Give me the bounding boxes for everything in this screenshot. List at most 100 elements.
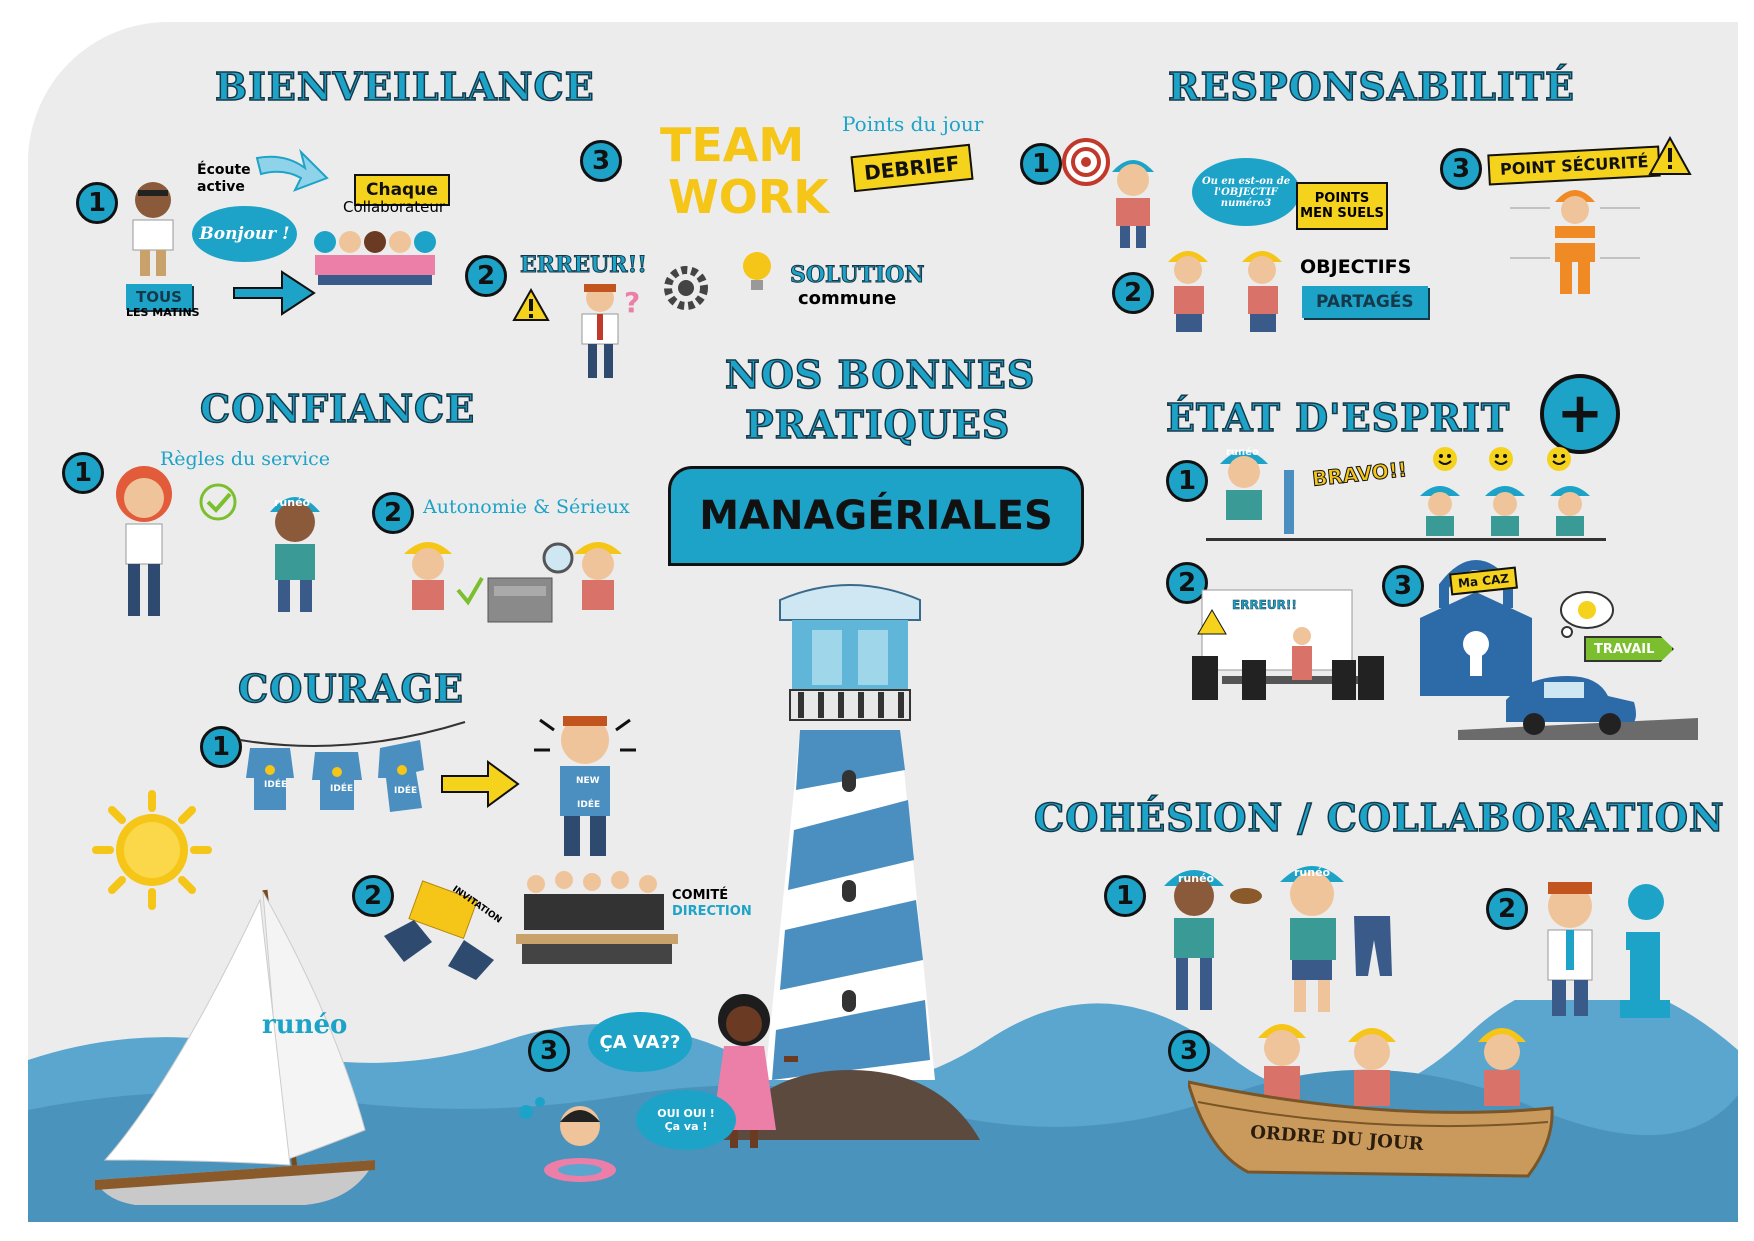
person-listening-icon [132,182,174,276]
chaque-tag: Chaque [354,174,450,206]
work-word: WORK [668,170,829,224]
sun-icon [92,790,212,910]
regles-label: Règles du service [160,448,331,470]
les-matins-label: LES MATINS [126,306,200,319]
arrow-icon [233,270,316,316]
objectifs-label: OBJECTIFS [1300,256,1412,278]
thought-bubble-icon [1560,591,1614,638]
excited-man-icon [534,716,636,856]
smiley-icon [1547,447,1571,471]
collaborateur-label: Collaborateur [343,198,446,216]
etat-esprit-item1-number: 1 [1166,460,1208,502]
partages-tag: PARTAGÉS [1302,286,1428,318]
team-word: TEAM [660,118,805,172]
workers-highfive-icon [1168,251,1282,332]
responsabilite-item1-number: 1 [1020,143,1062,185]
svg-text:?: ? [624,286,640,319]
arrow-icon [255,148,329,192]
swimming-child-icon [519,1097,616,1182]
woman-redhair-icon [116,466,172,616]
new-label: NEW [576,776,600,786]
cohesion-item1-number: 1 [1104,875,1146,917]
courage-item1-number: 1 [200,726,242,768]
autonomie-label: Autonomie & Sérieux [423,496,630,518]
gear-icon [664,266,708,310]
confused-man-icon: ? [581,284,640,378]
meeting-erreur-label: ERREUR!! [1232,598,1297,613]
warning-icon [512,288,550,321]
erreur-label: ERREUR!! [520,252,648,279]
safety-worker-icon [1510,190,1640,294]
ecoute-label: Écoute [197,162,251,178]
comite-label: COMITÉ [672,888,729,903]
direction-label: DIRECTION [672,904,752,919]
idee-label-3: IDÉE [394,786,418,796]
cohesion-title: COHÉSION / COLLABORATION [1033,794,1725,841]
workers-clothes-icon [1164,866,1392,1012]
plus-sign: + [1556,381,1604,446]
cohesion-helmet-brand-2: runéo [1294,866,1331,879]
smiley-icon [1433,447,1457,471]
etat-esprit-title: ÉTAT D'ESPRIT [1165,394,1511,441]
commune-label: commune [798,288,897,309]
clothesline-shirts-icon [240,721,466,812]
tous-tag: TOUS [126,284,192,310]
etat-esprit-helmet-brand: runéo [1226,447,1259,458]
arrow-icon [441,760,520,808]
car-icon [1458,676,1698,740]
points-du-jour-label: Points du jour [842,112,984,136]
lighthouse-icon [720,584,980,1140]
bienveillance-item2-number: 2 [465,255,507,297]
worker-helmet-icon [270,497,320,612]
objectif-bubble: Ou en est-on de l'OBJECTIF numéro3 [1192,158,1300,226]
etat-esprit-divider [1206,538,1606,541]
bonjour-bubble: Bonjour ! [192,206,297,262]
ca-va-reply-text: Ça va ! [664,1120,708,1133]
worker-helmet-icon [1112,160,1154,248]
courage-title: COURAGE [237,665,464,712]
active-label: active [197,179,245,195]
confiance-item1-number: 1 [62,452,104,494]
center-subtitle: MANAGÉRIALES [699,493,1053,539]
smiley-icon [1489,447,1513,471]
idee-label-2: IDÉE [330,784,354,794]
bienveillance-title: BIENVEILLANCE [214,63,595,110]
lightbulb-icon [743,252,771,290]
new-idee-label: IDÉE [577,800,601,810]
oui-oui-text: OUI OUI ! [657,1107,715,1120]
ca-va-bubble: ÇA VA?? [588,1012,692,1072]
check-icon [199,483,237,521]
confiance-item2-number: 2 [372,492,414,534]
courage-item2-number: 2 [352,875,394,917]
committee-icon [516,871,678,964]
info-icon [1620,884,1670,1018]
mensuels-label: MEN SUELS [1300,206,1384,221]
sailboat-icon [95,889,375,1205]
target-icon [1062,138,1110,186]
workers-toolbox-icon [404,542,622,623]
etat-esprit-item3-number: 3 [1382,565,1424,607]
etat-esprit-item2-number: 2 [1166,562,1208,604]
man-info-icon [1547,882,1593,1016]
sailboat-brand: runéo [262,1010,348,1040]
responsabilite-item3-number: 3 [1440,148,1482,190]
cohesion-item2-number: 2 [1486,888,1528,930]
oui-oui-bubble: OUI OUI ! Ça va ! [636,1090,736,1150]
points-label: POINTS [1314,191,1370,206]
worker-helmet-icon [1220,451,1294,534]
happy-workers-icon [1420,486,1590,536]
bienveillance-item1-number: 1 [76,182,118,224]
center-subtitle-box: MANAGÉRIALES [668,466,1084,566]
handshake-invitation-icon [384,880,494,980]
courage-item3-number: 3 [528,1030,570,1072]
responsabilite-title: RESPONSABILITÉ [1167,63,1575,110]
responsabilite-item2-number: 2 [1112,272,1154,314]
idee-label-1: IDÉE [264,780,288,790]
solution-label: SOLUTION [789,262,925,289]
team-group-icon [314,231,436,285]
travail-sign: TRAVAIL [1584,636,1674,662]
confiance-helmet-brand: runéo [274,496,311,509]
boat-icon [1188,1024,1554,1178]
meeting-room-icon [1192,589,1384,700]
center-title-line1: NOS BONNES [724,351,1036,398]
